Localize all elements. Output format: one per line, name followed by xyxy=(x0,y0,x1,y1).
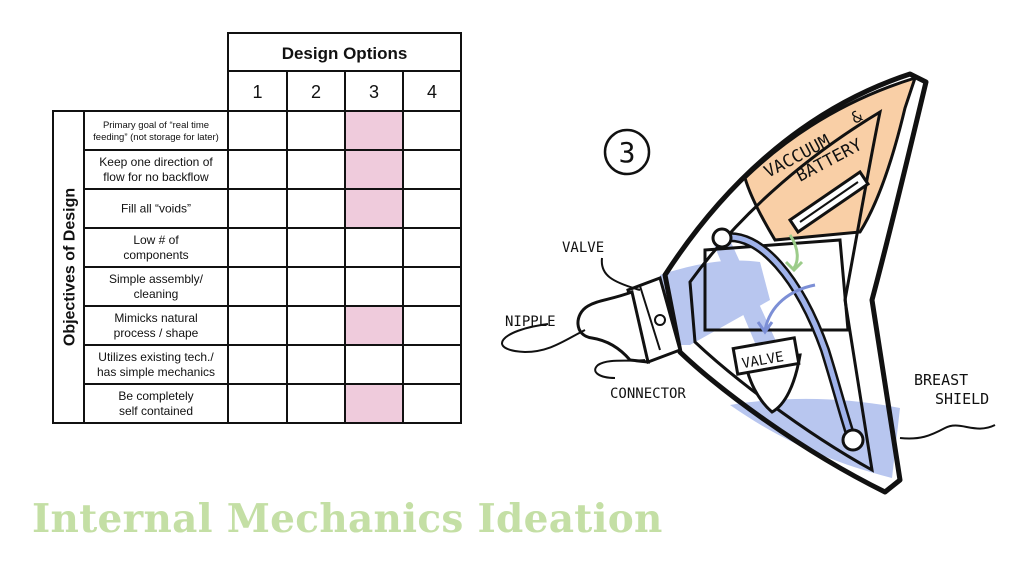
objective-label: cleaning xyxy=(134,287,179,301)
tube-inlet xyxy=(711,227,733,249)
connector-ring xyxy=(639,285,661,351)
objective-label: feeding” (not storage for later) xyxy=(93,132,219,143)
leader-breast-shield xyxy=(899,424,996,440)
battery-cell-inner xyxy=(799,181,859,223)
valve-label-box xyxy=(731,336,801,376)
objective-label: flow for no backflow xyxy=(103,170,209,184)
highlight-cell xyxy=(346,190,402,227)
milk-tube-core xyxy=(719,234,855,443)
column-number: 2 xyxy=(311,82,321,102)
leader-connector xyxy=(594,359,646,379)
highlight-cell xyxy=(346,307,402,344)
objective-label: Mimicks natural xyxy=(114,311,197,325)
option-number-circle xyxy=(603,128,651,176)
design-sketch: 3 VACCUUM & BATTERY VALVE VALVE NIPPLE C… xyxy=(501,71,996,495)
flow-arrow-blue xyxy=(763,283,816,331)
valve-label-inner: VALVE xyxy=(741,349,785,372)
objective-label: Utilizes existing tech./ xyxy=(98,350,214,364)
objective-label: Simple assembly/ xyxy=(109,272,204,286)
flow-arrow-green-head xyxy=(784,260,804,273)
column-number: 3 xyxy=(369,82,379,102)
objective-label: Primary goal of “real time xyxy=(103,120,209,131)
objective-label: components xyxy=(123,248,188,262)
highlight-cell xyxy=(346,385,402,422)
connector-label: CONNECTOR xyxy=(610,386,686,402)
leader-valve xyxy=(600,257,641,291)
objective-label: Be completely xyxy=(118,389,193,403)
valve-label-top: VALVE xyxy=(562,240,604,256)
breast-label: BREAST xyxy=(914,371,968,389)
row-group-header: Objectives of Design xyxy=(62,188,79,346)
option-number: 3 xyxy=(619,136,636,169)
objective-label: has simple mechanics xyxy=(97,365,215,379)
nipple-label: NIPPLE xyxy=(505,314,556,330)
objective-label: self contained xyxy=(119,404,193,418)
tube-outlet xyxy=(841,428,865,452)
breast-shield-outline xyxy=(662,71,929,495)
column-number: 4 xyxy=(427,82,437,102)
battery-compartment xyxy=(743,75,918,242)
milk-region-channel xyxy=(712,240,780,355)
milk-fill xyxy=(660,240,900,478)
flow-arrow-green xyxy=(788,234,799,269)
shield-label: SHIELD xyxy=(935,390,989,408)
objective-label: Keep one direction of xyxy=(99,155,213,169)
highlight-cell xyxy=(346,151,402,188)
flow-arrow-blue-head xyxy=(756,321,774,335)
objective-label: Low # of xyxy=(133,233,179,247)
nipple-shape xyxy=(576,290,650,364)
column-number: 1 xyxy=(252,82,262,102)
milk-region-lower xyxy=(730,398,900,478)
check-valve xyxy=(654,314,666,326)
highlight-cell xyxy=(346,112,402,149)
slide-title: Internal Mechanics Ideation xyxy=(32,496,663,542)
objective-label: Fill all “voids” xyxy=(121,202,191,216)
objective-label: process / shape xyxy=(114,326,199,340)
column-group-header: Design Options xyxy=(282,44,408,63)
leader-nipple xyxy=(501,323,586,354)
